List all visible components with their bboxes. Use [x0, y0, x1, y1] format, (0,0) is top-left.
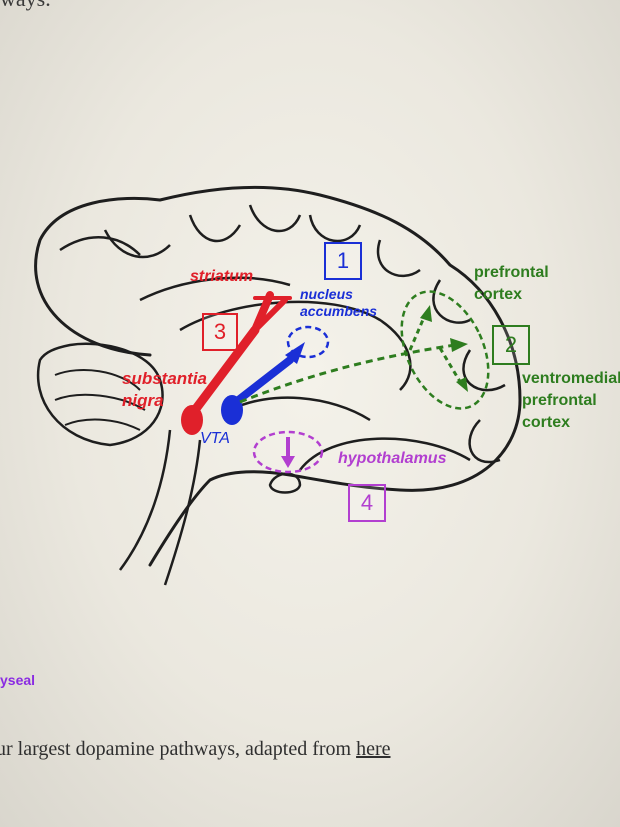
temporal-lobe — [299, 437, 471, 471]
caption-link[interactable]: here — [356, 738, 391, 760]
label-prefrontal: prefrontal — [474, 264, 549, 281]
label-substantia: substantia — [122, 369, 208, 388]
gyrus-line — [462, 349, 506, 392]
label-hypothalamus: hypothalamus — [338, 450, 447, 467]
prefrontal-ring — [400, 290, 490, 410]
mesocortical-line — [239, 343, 456, 404]
vta-node — [221, 395, 243, 425]
pathway-box-3: 3 — [202, 313, 238, 351]
mesolimbic-line — [228, 356, 294, 409]
mesocortical-branch — [438, 347, 464, 386]
cerebellum-fold — [64, 418, 141, 431]
side-text: yseal — [0, 672, 36, 688]
hypothalamus-ring — [252, 430, 324, 474]
gyrus-line — [376, 239, 421, 278]
brain-outline — [34, 185, 522, 567]
cerebellum-fold — [54, 369, 141, 391]
label-ventromedial: ventromedial — [522, 370, 620, 387]
nigrostriatal-line — [190, 325, 260, 415]
mesocortical-arrowhead — [450, 338, 468, 352]
nigrostriatal-line — [252, 297, 288, 333]
gyrus-line — [103, 229, 171, 259]
brainstem — [118, 429, 172, 571]
gyrus-line — [432, 279, 471, 324]
gyrus-line — [59, 236, 141, 256]
label-cortex-2: cortex — [522, 414, 571, 431]
mesocortical-branch — [408, 314, 427, 351]
gyrus-line — [188, 214, 242, 243]
substantia-nigra-node — [181, 405, 203, 435]
mesocortical-arrowhead — [456, 377, 468, 392]
label-nigra: nigra — [122, 391, 164, 410]
pituitary — [268, 472, 302, 494]
nucleus-accumbens-ring — [286, 325, 330, 359]
brainstem — [163, 439, 202, 586]
caption-text: ur largest dopamine pathways, adapted fr… — [0, 738, 357, 760]
label-vta: VTA — [200, 430, 230, 447]
inner-curve — [229, 396, 371, 422]
gyrus-line — [468, 419, 501, 464]
gyrus-line — [139, 276, 291, 302]
label-cortex: cortex — [474, 286, 523, 303]
label-striatum: striatum — [190, 268, 254, 285]
gyrus-line — [308, 214, 362, 243]
pathway-box-1: 1 — [324, 242, 362, 280]
label-prefrontal-2: prefrontal — [522, 392, 597, 409]
label-nucleus: nucleus — [300, 286, 353, 302]
gyrus-line — [248, 204, 302, 233]
cerebellum — [36, 342, 164, 447]
cerebellum-fold — [54, 393, 146, 411]
label-accumbens: accumbens — [300, 303, 378, 319]
pathway-box-2: 2 — [492, 325, 530, 365]
pathway-box-4: 4 — [348, 484, 386, 522]
tuberoinfundibular-arrowhead — [281, 456, 295, 468]
page-top-text: ways. — [0, 0, 51, 12]
figure-caption: ur largest dopamine pathways, adapted fr… — [0, 738, 391, 761]
mesocortical-arrowhead — [420, 305, 432, 322]
